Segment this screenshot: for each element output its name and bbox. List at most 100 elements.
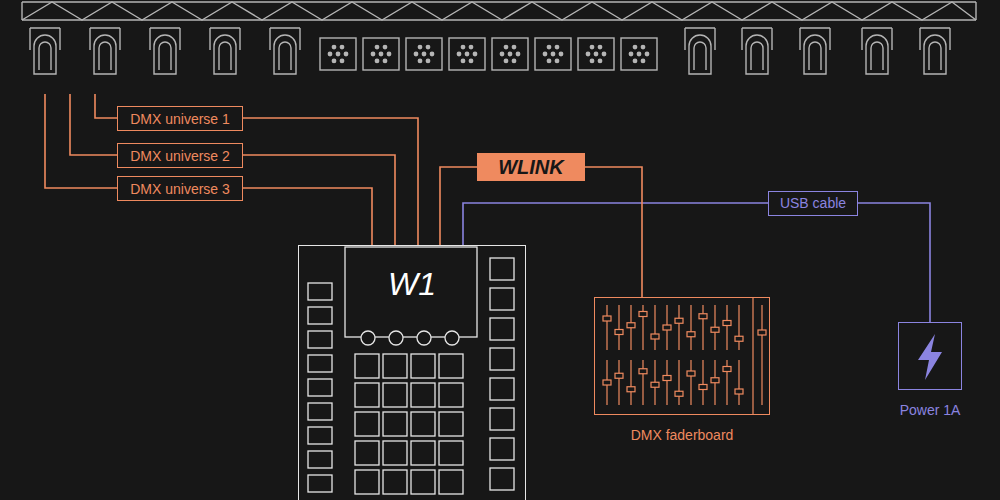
led-dot <box>547 59 552 64</box>
fader-knob <box>651 334 659 339</box>
panel-frame <box>363 38 399 70</box>
w1-pad <box>355 383 379 407</box>
led-dot <box>375 59 380 64</box>
w1-controls <box>308 247 514 494</box>
led-dot <box>383 45 388 50</box>
truss <box>22 2 976 20</box>
led-dot <box>422 52 427 57</box>
led-dot <box>500 52 505 57</box>
lamp-lens <box>39 42 51 70</box>
w1-pad <box>439 412 463 436</box>
connector <box>463 203 930 322</box>
lamp-lens <box>694 42 706 70</box>
fader-knob <box>711 378 719 383</box>
fader-knob <box>735 336 743 341</box>
led-dot <box>547 45 552 50</box>
led-dot <box>418 59 423 64</box>
w1-pad <box>439 383 463 407</box>
lamp-fixture <box>742 28 772 74</box>
w1-knob <box>445 331 459 345</box>
fader-track <box>678 360 679 405</box>
lamp-lens <box>751 42 763 70</box>
led-dot <box>508 52 513 57</box>
lamp-body <box>689 35 711 74</box>
truss-chord <box>22 2 976 20</box>
fader-track <box>618 305 619 350</box>
lamp-fixture <box>920 28 950 74</box>
led-dot <box>555 45 560 50</box>
connector <box>440 167 642 297</box>
universe-label: DMX universe 2 <box>117 143 243 168</box>
lamp-lens <box>809 42 821 70</box>
lamp-lens <box>929 42 941 70</box>
node-outline: W1 <box>298 245 526 500</box>
led-dot <box>340 59 345 64</box>
led-dot <box>344 52 349 57</box>
w1-pad <box>383 354 407 378</box>
led-dot <box>426 45 431 50</box>
fader-knob <box>603 380 611 385</box>
panel-frame <box>492 38 528 70</box>
w1-pad <box>383 441 407 465</box>
lamp-body <box>746 35 768 74</box>
device-node: Power 1A <box>898 322 962 419</box>
device-node: W1 <box>298 245 526 500</box>
fader-knob <box>675 318 683 323</box>
w1-button <box>308 451 332 468</box>
led-dot <box>602 52 607 57</box>
led-dot <box>516 52 521 57</box>
w1-screen <box>345 247 477 337</box>
w1-button <box>490 258 514 280</box>
panel-frame <box>535 38 571 70</box>
led-dot <box>418 45 423 50</box>
dmx-wires <box>45 94 418 245</box>
w1-pad <box>411 441 435 465</box>
fader-knob <box>627 323 635 328</box>
fader-knob <box>675 391 683 396</box>
led-dot <box>633 45 638 50</box>
w1-button <box>308 475 332 492</box>
led-dot <box>332 59 337 64</box>
lamp-body <box>154 35 176 74</box>
led-panel <box>578 38 614 70</box>
connector-label: WLINK <box>477 153 585 181</box>
led-dot <box>379 52 384 57</box>
led-dot <box>504 59 509 64</box>
lamp-fixture <box>150 28 180 74</box>
lamp-fixture <box>30 28 60 74</box>
fader-knob <box>723 367 731 372</box>
lamp-body <box>34 35 56 74</box>
w1-button <box>308 355 332 372</box>
fader-track <box>666 360 667 405</box>
led-panel <box>406 38 442 70</box>
led-dot <box>469 45 474 50</box>
led-dot <box>336 52 341 57</box>
led-dot <box>340 45 345 50</box>
led-dot <box>637 52 642 57</box>
w1-knob <box>361 331 375 345</box>
fader-knob <box>639 369 647 374</box>
lamp-fixture <box>210 28 240 74</box>
fader-track <box>690 305 691 350</box>
fader-knob <box>663 325 671 330</box>
led-dot <box>641 45 646 50</box>
fader-knob <box>687 332 695 337</box>
w1-button <box>490 288 514 310</box>
w1-pad <box>383 383 407 407</box>
w1-button <box>308 379 332 396</box>
truss-web <box>22 2 976 20</box>
fader-knob <box>723 321 731 326</box>
w1-button <box>490 318 514 340</box>
fader-track <box>690 360 691 405</box>
led-dot <box>430 52 435 57</box>
led-panel <box>492 38 528 70</box>
fader-divider <box>752 297 753 415</box>
node-outline <box>898 322 962 390</box>
lightning-icon <box>918 334 942 380</box>
led-dot <box>469 59 474 64</box>
w1-button <box>308 331 332 348</box>
panel-frame <box>449 38 485 70</box>
led-dot <box>586 52 591 57</box>
